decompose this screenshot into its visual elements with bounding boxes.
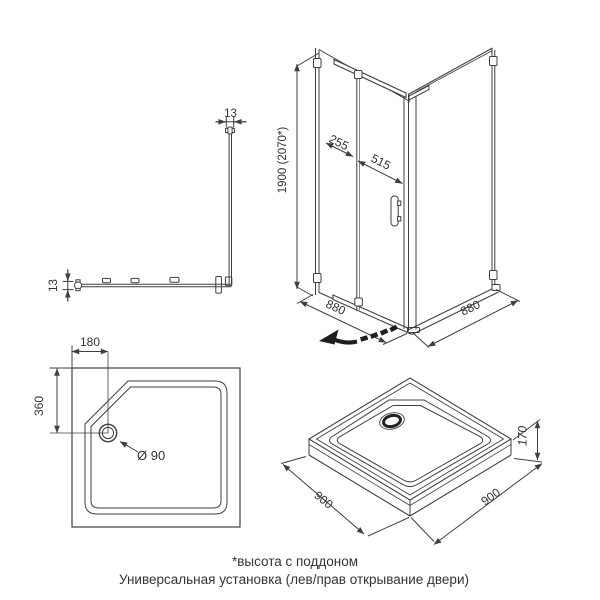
enclosure-isometric-view: 1900 (2070*)	[277, 47, 521, 348]
wall-bracket	[313, 58, 322, 68]
sill-foot	[491, 284, 501, 291]
tray-top-face-inner	[315, 382, 505, 496]
footnotes: *высота с поддоном Универсальная установ…	[119, 554, 469, 587]
dim-label-180: 180	[80, 335, 100, 349]
dim-label-360: 360	[32, 396, 46, 416]
dimension-drain-offset-x: 180	[71, 335, 109, 368]
dim-label-255: 255	[327, 132, 351, 154]
wall-anchor-top	[225, 126, 235, 135]
dim-label-880-right: 880	[458, 297, 482, 318]
basin-rim-inner	[336, 405, 484, 483]
dimension-fixed-panel: 255	[325, 132, 354, 157]
dimension-profile-width-left: 13	[48, 269, 74, 302]
dim-label-13-top: 13	[224, 108, 237, 120]
dimension-height: 1900 (2070*)	[277, 52, 320, 297]
drain-iso	[379, 412, 405, 430]
door-bottom-pivot	[354, 297, 363, 307]
corner-profile-plan-view: 13 13	[48, 108, 247, 302]
wall-bracket	[489, 270, 498, 280]
door-swing-arrow	[319, 324, 398, 345]
profile-clip	[169, 276, 180, 283]
tray-plan-view: 180 360 Ø 90	[32, 335, 241, 528]
door-top-pivot	[353, 70, 363, 79]
footnote-universal-installation: Универсальная установка (лев/прав открыв…	[119, 572, 469, 587]
dimension-tray-width-left: 900	[280, 456, 410, 537]
dim-label-13-left: 13	[48, 279, 60, 292]
dimension-drain-offset-y: 360	[32, 367, 72, 434]
right-glass-bottom-edge	[408, 287, 496, 330]
right-glass-top-edge	[408, 47, 493, 95]
profile-clip	[102, 277, 111, 284]
dim-label-515: 515	[369, 151, 393, 173]
corner-block	[224, 276, 233, 287]
corner-bracket	[215, 276, 222, 294]
wall-bracket	[489, 56, 498, 66]
right-sill-bar	[411, 291, 499, 335]
bottom-sill-bar	[332, 294, 412, 335]
top-support-bar	[333, 58, 407, 99]
dimension-profile-width-top: 13	[215, 108, 247, 128]
tray-rim-inner	[90, 386, 222, 509]
wall-anchor-left	[73, 279, 83, 292]
basin-rim-outer	[329, 399, 491, 488]
dimension-tray-height: 170	[512, 419, 543, 463]
right-glass-top-inner-edge	[416, 50, 493, 92]
right-top-bar-stub	[408, 84, 430, 101]
dim-label-height: 1900 (2070*)	[277, 127, 289, 194]
dim-label-170: 170	[516, 426, 530, 446]
dim-label-drain-diameter: Ø 90	[137, 448, 165, 463]
tray-rim-outer	[84, 380, 228, 515]
tray-outer-edge	[71, 367, 241, 528]
footnote-height-with-tray: *высота с поддоном	[232, 554, 358, 569]
tray-isometric-view: 170 900 900	[280, 377, 543, 545]
dimension-width-right: 880	[412, 289, 521, 348]
dimension-width-left: 880	[296, 294, 408, 345]
dimension-door-width: 515	[357, 151, 403, 184]
door-handle	[390, 195, 402, 227]
profile-clip	[130, 277, 140, 284]
dim-label-900-right: 900	[478, 485, 503, 508]
wall-bracket	[313, 273, 322, 283]
drain-diameter-callout: Ø 90	[119, 441, 165, 463]
